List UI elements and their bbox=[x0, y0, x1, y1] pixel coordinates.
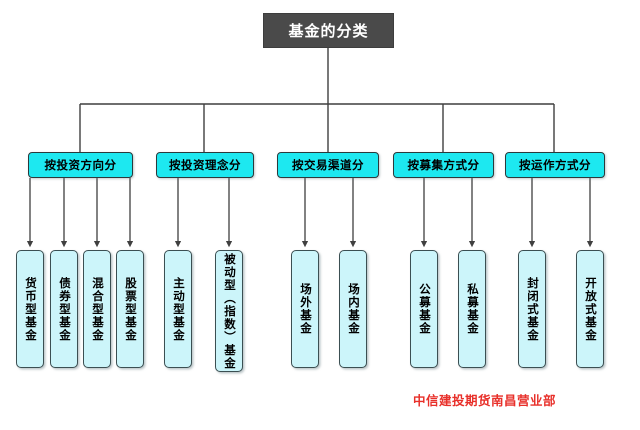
leaf-node-label: 被动型（指数）基金 bbox=[223, 252, 235, 370]
leaf-node-open-end-fund[interactable]: 开放式基金 bbox=[576, 250, 604, 368]
leaf-node-exchange-traded-fund[interactable]: 场内基金 bbox=[339, 250, 367, 368]
category-node-trading-channel[interactable]: 按交易渠道分 bbox=[277, 152, 379, 178]
leaf-node-label: 股票型基金 bbox=[124, 276, 136, 342]
leaf-node-label: 债券型基金 bbox=[58, 276, 70, 342]
leaf-node-closed-end-fund[interactable]: 封闭式基金 bbox=[518, 250, 546, 368]
leaf-node-label: 封闭式基金 bbox=[526, 276, 538, 342]
leaf-node-label: 开放式基金 bbox=[584, 276, 596, 342]
leaf-node-public-offering-fund[interactable]: 公募基金 bbox=[410, 250, 438, 368]
leaf-node-active-fund[interactable]: 主动型基金 bbox=[164, 250, 192, 368]
leaf-node-otc-fund[interactable]: 场外基金 bbox=[291, 250, 319, 368]
leaf-node-equity-fund[interactable]: 股票型基金 bbox=[116, 250, 144, 368]
category-node-fundraising-method[interactable]: 按募集方式分 bbox=[393, 152, 494, 178]
leaf-node-bond-fund[interactable]: 债券型基金 bbox=[50, 250, 78, 368]
leaf-node-private-offering-fund[interactable]: 私募基金 bbox=[458, 250, 486, 368]
root-node-fund-classification: 基金的分类 bbox=[263, 13, 394, 48]
leaf-node-label: 场外基金 bbox=[299, 283, 311, 335]
leaf-node-label: 货币型基金 bbox=[24, 276, 36, 342]
category-node-operation-method[interactable]: 按运作方式分 bbox=[505, 152, 605, 178]
category-node-investment-direction[interactable]: 按投资方向分 bbox=[28, 152, 133, 178]
category-node-label: 按募集方式分 bbox=[407, 160, 480, 172]
leaf-node-money-market-fund[interactable]: 货币型基金 bbox=[16, 250, 44, 368]
leaf-node-label: 场内基金 bbox=[347, 283, 359, 335]
leaf-node-label: 混合型基金 bbox=[91, 276, 103, 342]
root-node-label: 基金的分类 bbox=[288, 23, 369, 40]
category-node-label: 按投资方向分 bbox=[44, 160, 117, 172]
category-node-investment-philosophy[interactable]: 按投资理念分 bbox=[156, 152, 254, 178]
leaf-node-label: 公募基金 bbox=[418, 283, 430, 335]
leaf-node-passive-index-fund[interactable]: 被动型（指数）基金 bbox=[215, 250, 243, 372]
leaf-node-hybrid-fund[interactable]: 混合型基金 bbox=[83, 250, 111, 368]
footer-watermark: 中信建投期货南昌营业部 bbox=[413, 394, 557, 408]
category-node-label: 按运作方式分 bbox=[519, 160, 591, 172]
category-node-label: 按投资理念分 bbox=[169, 160, 241, 172]
leaf-node-label: 主动型基金 bbox=[172, 276, 184, 342]
category-node-label: 按交易渠道分 bbox=[292, 160, 364, 172]
leaf-node-label: 私募基金 bbox=[466, 283, 478, 335]
